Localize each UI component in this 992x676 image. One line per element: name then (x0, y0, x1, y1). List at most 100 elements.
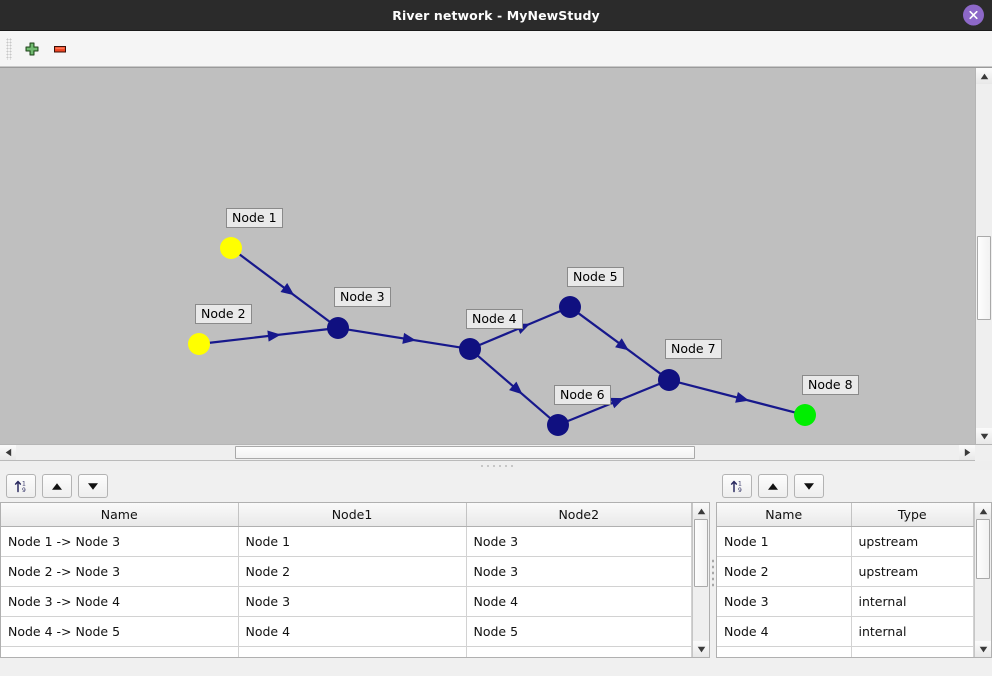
node-label-node-8[interactable]: Node 8 (802, 375, 859, 396)
close-x-icon (969, 10, 978, 20)
reach-sort-button[interactable]: 1 9 (6, 474, 36, 498)
reach-cell[interactable]: Node 4 -> Node 5 (1, 616, 239, 647)
reach-cell[interactable]: Node 3 -> Node 4 (1, 586, 239, 617)
graph-node-node-4[interactable] (459, 338, 481, 360)
horizontal-scroll-thumb[interactable] (235, 446, 695, 459)
scroll-left-button[interactable] (0, 445, 16, 460)
graph-node-node-7[interactable] (658, 369, 680, 391)
triangle-down-icon (979, 646, 987, 652)
panel-splitter[interactable] (0, 460, 992, 470)
reach-column-header-node1[interactable]: Node1 (238, 503, 467, 527)
node-scroll-track[interactable] (975, 519, 991, 641)
reach-cell[interactable]: Node 3 (238, 586, 467, 617)
close-button[interactable] (963, 4, 984, 26)
reach-move-up-button[interactable] (42, 474, 72, 498)
node-column-header-name[interactable]: Name (717, 503, 852, 527)
reach-cell[interactable]: Node 2 (238, 556, 467, 587)
vertical-scroll-track[interactable] (976, 84, 992, 428)
add-node-button[interactable] (18, 36, 46, 62)
node-label-node-7[interactable]: Node 7 (665, 339, 722, 360)
reach-cell[interactable]: Node 1 -> Node 3 (1, 526, 239, 557)
reach-cell[interactable]: Node 2 -> Node 3 (1, 556, 239, 587)
node-label-node-2[interactable]: Node 2 (195, 304, 252, 325)
scroll-right-button[interactable] (959, 445, 975, 460)
node-column-header-type[interactable]: Type (851, 503, 974, 527)
reach-cell[interactable]: Node 4 (238, 616, 467, 647)
node-move-down-button[interactable] (794, 474, 824, 498)
node-sort-button[interactable]: 1 9 (722, 474, 752, 498)
node-cell-empty[interactable] (717, 646, 852, 657)
node-label-node-1[interactable]: Node 1 (226, 208, 283, 229)
node-scroll-up-button[interactable] (975, 503, 991, 519)
reach-cell[interactable]: Node 5 (466, 616, 692, 647)
node-cell[interactable]: internal (851, 616, 974, 647)
svg-text:9: 9 (22, 487, 26, 494)
reach-scroll-track[interactable] (693, 519, 709, 641)
node-label-node-3[interactable]: Node 3 (334, 287, 391, 308)
network-diagram-canvas[interactable]: Node 1 Node 2 Node 3 Node 4 Node 5 Node 6 Node… (0, 68, 975, 444)
node-cell-empty[interactable] (851, 646, 974, 657)
node-cell[interactable]: Node 1 (717, 526, 852, 557)
graph-node-node-1[interactable] (220, 237, 242, 259)
node-scroll-thumb[interactable] (976, 519, 990, 579)
table-row-empty[interactable] (1, 646, 692, 657)
svg-text:9: 9 (738, 487, 742, 494)
reach-scroll-up-button[interactable] (693, 503, 709, 519)
reach-cell-empty[interactable] (1, 646, 239, 657)
reach-cell-empty[interactable] (466, 646, 692, 657)
reach-table-vertical-scrollbar[interactable] (692, 503, 709, 657)
reach-scroll-down-button[interactable] (693, 641, 709, 657)
reach-column-header-node2[interactable]: Node2 (466, 503, 692, 527)
reach-cell-empty[interactable] (238, 646, 467, 657)
node-cell[interactable]: Node 3 (717, 586, 852, 617)
node-move-up-button[interactable] (758, 474, 788, 498)
node-label-node-5[interactable]: Node 5 (567, 267, 624, 288)
tables-vertical-splitter[interactable] (710, 470, 716, 676)
node-panel: 1 9 (716, 470, 992, 676)
graph-node-node-5[interactable] (559, 296, 581, 318)
node-cell[interactable]: Node 2 (717, 556, 852, 587)
node-table-vertical-scrollbar[interactable] (974, 503, 991, 657)
graph-node-node-6[interactable] (547, 414, 569, 436)
reach-panel: 1 9 (0, 470, 710, 676)
svg-text:1: 1 (738, 481, 742, 488)
canvas-horizontal-scrollbar[interactable] (0, 444, 992, 461)
reach-column-header-name[interactable]: Name (1, 503, 239, 527)
node-cell[interactable]: upstream (851, 526, 974, 557)
reach-cell[interactable]: Node 3 (466, 556, 692, 587)
reach-cell[interactable]: Node 4 (466, 586, 692, 617)
graph-node-node-3[interactable] (327, 317, 349, 339)
graph-node-node-2[interactable] (188, 333, 210, 355)
node-label-node-4[interactable]: Node 4 (466, 309, 523, 330)
reach-cell[interactable]: Node 1 (238, 526, 467, 557)
node-cell[interactable]: internal (851, 586, 974, 617)
table-row-empty[interactable] (717, 646, 974, 657)
toolbar-grip[interactable] (6, 37, 12, 60)
reach-cell[interactable]: Node 3 (466, 526, 692, 557)
vertical-scroll-thumb[interactable] (977, 236, 991, 320)
scroll-up-button[interactable] (976, 68, 992, 84)
reach-move-down-button[interactable] (78, 474, 108, 498)
node-cell[interactable]: Node 4 (717, 616, 852, 647)
graph-node-node-8[interactable] (794, 404, 816, 426)
remove-node-button[interactable] (46, 36, 74, 62)
splitter-grip (479, 463, 513, 468)
canvas-vertical-scrollbar[interactable] (975, 68, 992, 444)
node-cell[interactable]: upstream (851, 556, 974, 587)
horizontal-scroll-track[interactable] (16, 445, 959, 460)
node-scroll-down-button[interactable] (975, 641, 991, 657)
scroll-down-button[interactable] (976, 428, 992, 444)
reach-scroll-thumb[interactable] (694, 519, 708, 587)
node-label-node-6[interactable]: Node 6 (554, 385, 611, 406)
